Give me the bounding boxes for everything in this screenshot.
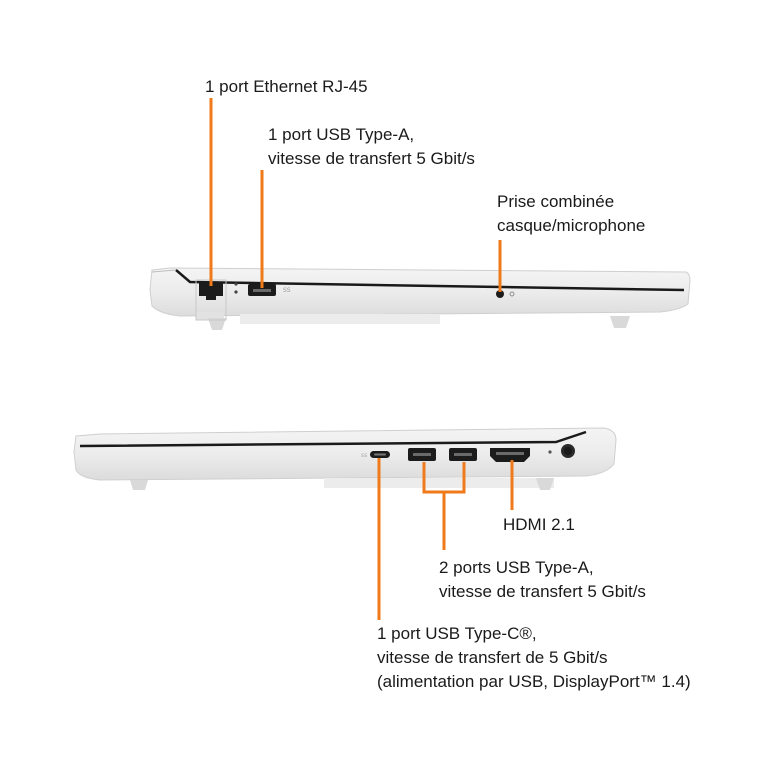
audio-jack-icon [496, 290, 515, 298]
callout-usb-a-right-line1: 2 ports USB Type-A, [439, 558, 594, 577]
callout-usb-c-line2: vitesse de transfert de 5 Gbit/s [377, 648, 608, 667]
callout-lines [209, 98, 514, 620]
callout-hdmi-line1: HDMI 2.1 [503, 515, 575, 534]
laptop-right-side: ss [73, 427, 617, 490]
power-button-icon [561, 444, 575, 458]
callout-audio-jack: Prise combinée casque/microphone [497, 190, 645, 238]
callout-usb-c-line3: (alimentation par USB, DisplayPort™ 1.4) [377, 672, 691, 691]
callout-usb-a-right: 2 ports USB Type-A, vitesse de transfert… [439, 556, 646, 604]
usb-a-port-1-icon [408, 448, 436, 461]
callout-hdmi: HDMI 2.1 [503, 513, 575, 537]
laptop-left-side: SS [149, 267, 691, 330]
callout-ethernet-line1: 1 port Ethernet RJ-45 [205, 77, 368, 96]
callout-ethernet: 1 port Ethernet RJ-45 [205, 75, 368, 99]
callout-usb-c-line1: 1 port USB Type-C®, [377, 624, 537, 643]
status-led-icon [234, 282, 238, 294]
callout-audio-jack-line2: casque/microphone [497, 216, 646, 235]
usb-a-port-icon [248, 284, 276, 296]
svg-text:SS: SS [283, 287, 291, 294]
usb-a-port-2-icon [449, 448, 477, 461]
power-led-icon [548, 450, 552, 454]
usb-c-port-icon [370, 451, 390, 458]
hdmi-port-icon [490, 448, 530, 462]
svg-text:ss: ss [361, 452, 367, 459]
callout-audio-jack-line1: Prise combinée [497, 192, 615, 211]
callout-usb-a-right-line2: vitesse de transfert 5 Gbit/s [439, 582, 646, 601]
callout-usb-a-left: 1 port USB Type-A, vitesse de transfert … [268, 123, 475, 171]
callout-usb-a-left-line1: 1 port USB Type-A, [268, 125, 415, 144]
callout-usb-c: 1 port USB Type-C®, vitesse de transfert… [377, 622, 691, 694]
callout-usb-a-left-line2: vitesse de transfert 5 Gbit/s [268, 149, 475, 168]
